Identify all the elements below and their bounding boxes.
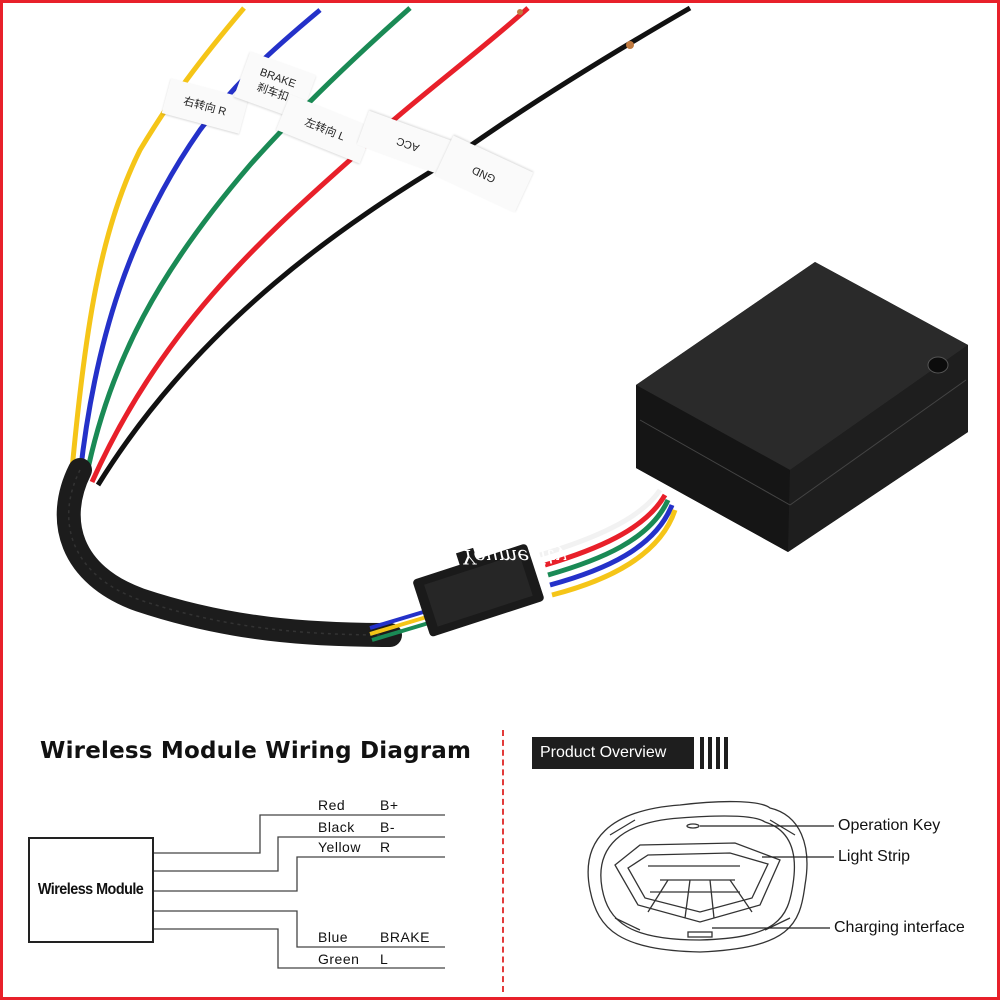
wire-color-label: Black (318, 819, 355, 835)
wire-function-label: L (380, 951, 389, 967)
wireless-module-box: Wireless Module (28, 837, 154, 943)
yellow-wire (69, 6, 246, 471)
wire-color-label: Yellow (318, 839, 361, 855)
black-wire (95, 5, 692, 487)
module-box-photo (636, 262, 968, 552)
wire-function-label: BRAKE (380, 929, 430, 945)
product-photo (56, 5, 968, 647)
wire-function-label: B+ (380, 797, 399, 813)
heading-bars-decoration (700, 737, 730, 769)
green-wire (83, 6, 412, 479)
wire-color-label: Blue (318, 929, 349, 945)
red-wire (89, 6, 530, 484)
product-overview-heading: Product Overview (532, 737, 694, 769)
wiring-diagram-title: Wireless Module Wiring Diagram (40, 738, 472, 764)
wire-color-label: Green (318, 951, 360, 967)
wire-color-label: Red (318, 797, 346, 813)
section-divider (502, 730, 504, 992)
short-wires (369, 488, 678, 642)
callout-charging-interface: Charging interface (834, 919, 965, 936)
wire-function-label: B- (380, 819, 395, 835)
callout-light-strip: Light Strip (838, 848, 911, 865)
braided-sleeve (56, 458, 402, 647)
wire-function-label: R (380, 839, 391, 855)
connector (413, 544, 544, 637)
callout-operation-key: Operation Key (838, 817, 941, 834)
